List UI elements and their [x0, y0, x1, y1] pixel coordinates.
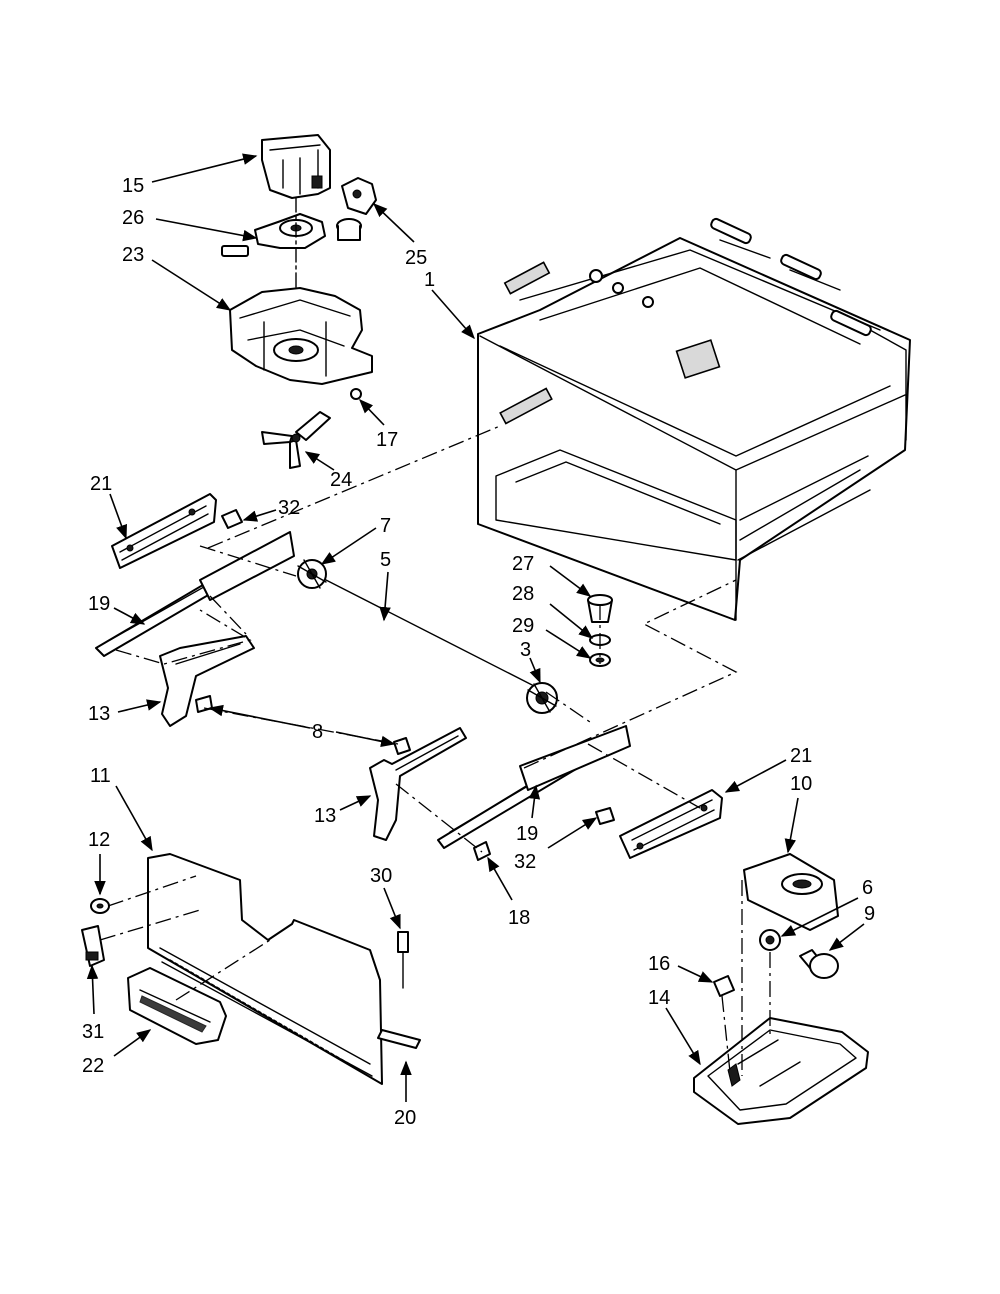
callout-21-lower: 21 [790, 745, 812, 767]
callout-14: 14 [648, 987, 670, 1009]
part-fan-motor [254, 197, 326, 301]
callout-1: 1 [424, 269, 435, 291]
part-shaft [325, 579, 539, 689]
part-screw-17 [350, 388, 362, 400]
callout-7: 7 [380, 515, 391, 537]
callout-10: 10 [790, 773, 812, 795]
part-handle-22 [127, 967, 227, 1045]
part-front-panel [147, 853, 383, 1085]
callout-27: 27 [512, 553, 534, 575]
callout-20: 20 [394, 1107, 416, 1129]
part-gear-7 [297, 559, 327, 589]
part-switch-16 [713, 975, 735, 997]
part-slide-bracket-left [111, 493, 217, 569]
callout-26: 26 [122, 207, 144, 229]
part-screw-12 [90, 898, 110, 914]
part-motor-bracket [261, 134, 331, 199]
part-screw-32-upper [221, 509, 243, 529]
callout-24: 24 [330, 469, 352, 491]
leader-lines [86, 153, 865, 1102]
callout-19-upper: 19 [88, 593, 110, 615]
callout-28: 28 [512, 583, 534, 605]
part-drawer-bracket-13-upper [159, 635, 255, 727]
callout-labels: 15 26 23 25 1 17 24 21 32 7 5 27 28 29 1… [82, 175, 875, 1129]
part-drawer-bracket-13-lower [369, 727, 467, 841]
part-trim-20 [377, 1029, 421, 1049]
part-fan-housing [221, 245, 373, 385]
callout-19-lower: 19 [516, 823, 538, 845]
part-gear-3 [526, 682, 558, 714]
part-socket-6 [759, 929, 781, 951]
part-slide-bracket-right [619, 789, 723, 859]
callout-25: 25 [405, 247, 427, 269]
callout-32-upper: 32 [278, 497, 300, 519]
part-bulb-9 [799, 949, 839, 979]
callout-9: 9 [864, 903, 875, 925]
callout-13-upper: 13 [88, 703, 110, 725]
part-freezer-drawer [477, 217, 911, 621]
callout-12: 12 [88, 829, 110, 851]
callout-16: 16 [648, 953, 670, 975]
part-fan-blade [261, 411, 331, 469]
callout-17: 17 [376, 429, 398, 451]
callout-11: 11 [90, 765, 111, 787]
callout-15: 15 [122, 175, 144, 197]
callout-31: 31 [82, 1021, 104, 1043]
callout-30: 30 [370, 865, 392, 887]
part-screw-32-lower [595, 807, 615, 825]
callout-29: 29 [512, 615, 534, 637]
callout-13-lower: 13 [314, 805, 336, 827]
callout-3: 3 [520, 639, 531, 661]
callout-8: 8 [312, 721, 323, 743]
callout-5: 5 [380, 549, 391, 571]
part-light-housing [743, 853, 839, 931]
part-screw-8 [393, 737, 411, 755]
callout-18: 18 [508, 907, 530, 929]
part-light-tray [693, 1017, 869, 1125]
callout-22: 22 [82, 1055, 104, 1077]
part-fan-cover [336, 177, 377, 241]
part-clip-31 [81, 925, 105, 967]
part-pin-30 [397, 931, 409, 989]
callout-32-lower: 32 [514, 851, 536, 873]
part-screw-18 [473, 841, 491, 861]
callout-21-upper: 21 [90, 473, 112, 495]
callout-23: 23 [122, 244, 144, 266]
callout-6: 6 [862, 877, 873, 899]
